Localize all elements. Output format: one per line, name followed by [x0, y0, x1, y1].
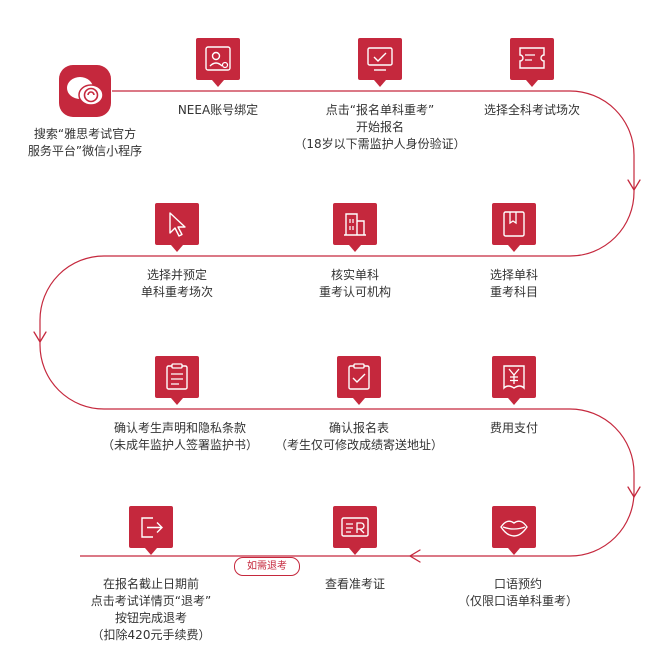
- id-card-icon: [331, 504, 379, 558]
- step-label-form: 确认报名表 （考生仅可修改成绩寄送地址）: [274, 421, 444, 452]
- exit-icon: [127, 504, 175, 558]
- ticket-icon: [508, 36, 556, 90]
- cursor-pointer-icon: [153, 201, 201, 255]
- step-label-withdraw: 在报名截止日期前 点击考试详情页“退考” 按钮完成退考 （扣除420元手续费）: [90, 577, 212, 642]
- clipboard-list-icon: [153, 354, 201, 408]
- step-label-book-session: 选择并预定 单科重考场次: [140, 268, 214, 299]
- flow-arrow-4: [408, 549, 421, 563]
- step-label-neea: NEEA账号绑定: [177, 103, 259, 117]
- step-label-full-session: 选择全科考试场次: [483, 103, 581, 117]
- start-label: 搜索“雅思考试官方 服务平台”微信小程序: [27, 127, 143, 158]
- monitor-check-icon: [356, 36, 404, 90]
- step-label-declaration: 确认考生声明和隐私条款 （未成年监护人签署监护书）: [101, 421, 259, 452]
- flow-arrow-1: [627, 179, 641, 192]
- flow-arrow-3: [627, 486, 641, 499]
- form-check-icon: [335, 354, 383, 408]
- step-label-institution: 核实单科 重考认可机构: [318, 268, 392, 299]
- start-wechat-icon: [58, 64, 112, 118]
- optional-withdraw-badge: 如需退考: [234, 557, 300, 576]
- flow-line: [39, 90, 635, 557]
- yen-payment-icon: [490, 354, 538, 408]
- lips-icon: [490, 504, 538, 558]
- step-label-subject: 选择单科 重考科目: [489, 268, 539, 299]
- step-label-payment: 费用支付: [489, 421, 539, 435]
- flow-arrow-2: [33, 331, 47, 344]
- step-label-register: 点击“报名单科重考” 开始报名 （18岁以下需监护人身份验证）: [294, 103, 466, 151]
- person-profile-icon: [194, 36, 242, 90]
- book-icon: [490, 201, 538, 255]
- building-icon: [331, 201, 379, 255]
- step-label-admission: 查看准考证: [324, 577, 386, 591]
- step-label-speaking: 口语预约 （仅限口语单科重考）: [457, 577, 579, 608]
